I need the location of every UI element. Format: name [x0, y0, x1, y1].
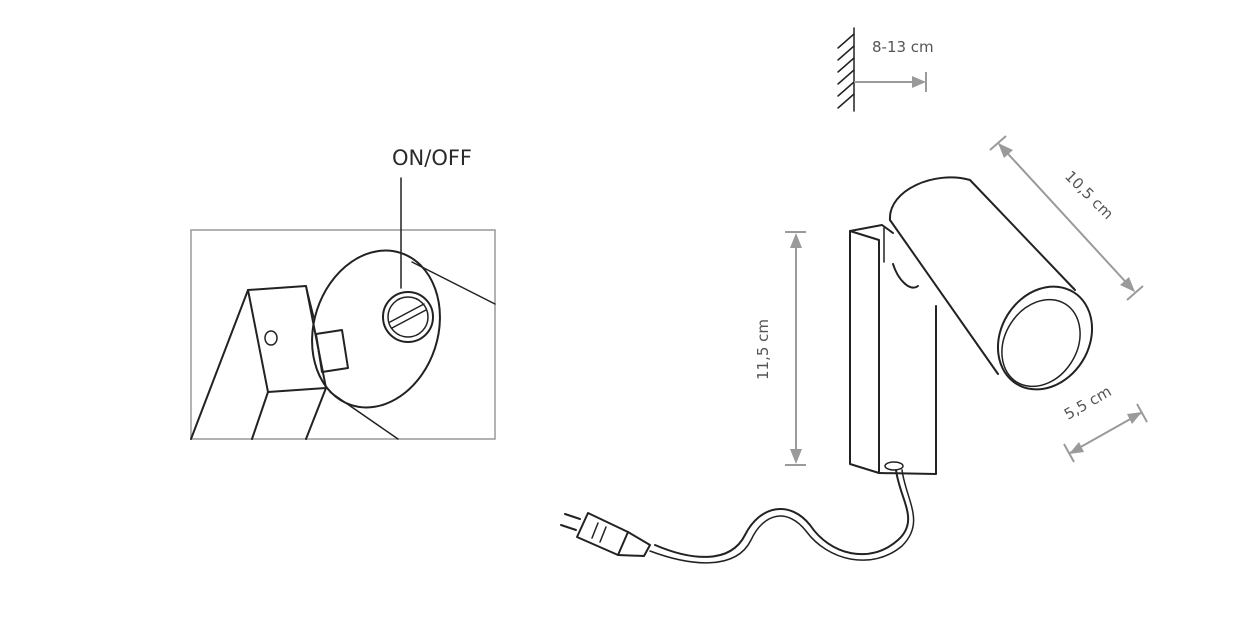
mount-body: [190, 285, 327, 440]
lamp-head: [888, 176, 1094, 391]
screw-hole-icon: [264, 330, 278, 346]
switch-label: ON/OFF: [392, 146, 472, 170]
switch-disc: [311, 249, 441, 409]
body-height-dimension: 11,5 cm: [754, 231, 806, 466]
body-height-label: 11,5 cm: [754, 319, 772, 380]
wall-distance-label: 8-13 cm: [872, 38, 934, 56]
lamp-head-inner: [1001, 298, 1081, 388]
head-diameter-dimension: 5,5 cm: [1061, 382, 1148, 463]
power-plug-icon: [560, 512, 651, 557]
head-length-dimension: 10,5 cm: [989, 135, 1144, 301]
switch-knob-icon: [382, 291, 434, 343]
detail-frame: [190, 229, 496, 440]
lamp-head-opening: [996, 285, 1094, 391]
head-diameter-label: 5,5 cm: [1061, 382, 1115, 423]
back-plate: [849, 224, 937, 475]
wall-lamp: [560, 176, 1094, 564]
cable-entry: [884, 461, 904, 471]
pivot-joint: [892, 263, 919, 289]
power-cable-outline: [649, 469, 915, 564]
power-cable: [654, 469, 910, 558]
head-length-label: 10,5 cm: [1061, 167, 1117, 223]
wall-distance-dimension: 8-13 cm: [837, 27, 934, 112]
head-edge-top: [411, 261, 496, 305]
switch-detail: ON/OFF: [190, 146, 496, 440]
wall-hatch-icon: [837, 33, 855, 109]
